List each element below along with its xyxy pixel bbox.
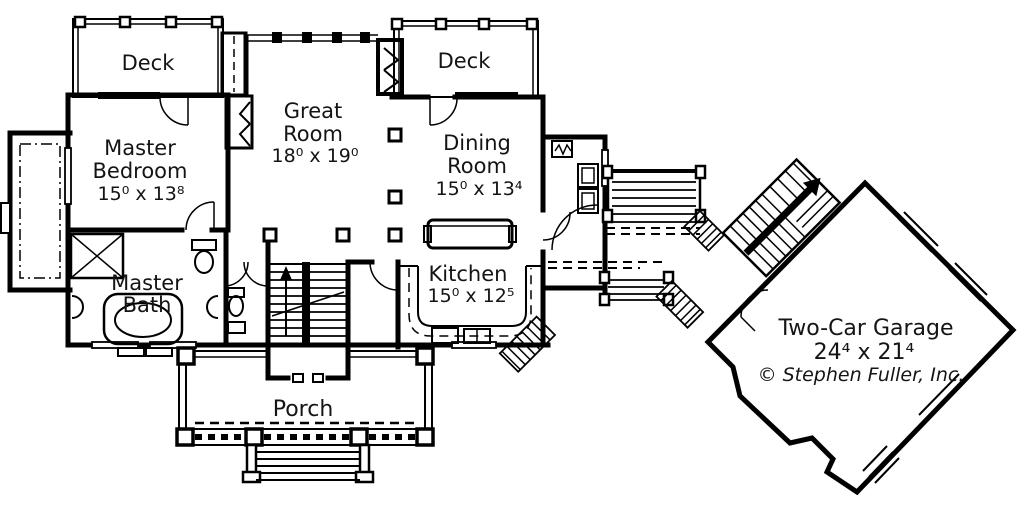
- garage: [704, 179, 1017, 496]
- svg-text:Kitchen: Kitchen: [429, 262, 508, 286]
- svg-text:Two-Car Garage: Two-Car Garage: [777, 316, 953, 341]
- deck-right-label: Deck: [438, 49, 492, 73]
- svg-text:Master: Master: [104, 136, 176, 160]
- svg-text:Room: Room: [447, 154, 507, 178]
- dining-room-label: Dining Room 15⁰ x 13⁴: [436, 131, 523, 200]
- svg-text:Bedroom: Bedroom: [93, 159, 188, 183]
- kitchen-label: Kitchen 15⁰ x 12⁵: [428, 262, 515, 307]
- svg-text:Room: Room: [283, 122, 343, 146]
- master-bath-label: Master Bath: [111, 271, 183, 317]
- deck-right-railing: [390, 17, 539, 98]
- powder-room-fixtures: [227, 287, 246, 334]
- porch-structure: [117, 346, 435, 447]
- room-labels: Deck Deck Master Bedroom 15⁰ x 13⁸ Great…: [93, 49, 965, 422]
- front-steps: [241, 443, 375, 484]
- svg-text:15⁰ x 13⁸: 15⁰ x 13⁸: [98, 183, 185, 205]
- garage-staircase: [721, 157, 842, 278]
- svg-text:15⁰ x 12⁵: 15⁰ x 12⁵: [428, 285, 515, 307]
- svg-text:24⁴ x 21⁴: 24⁴ x 21⁴: [814, 340, 915, 365]
- great-room-label: Great Room 18⁰ x 19⁰: [272, 99, 359, 167]
- svg-text:Great: Great: [284, 99, 342, 123]
- main-staircase: [270, 262, 346, 345]
- walk-in-closet: [0, 130, 73, 293]
- great-room-window-wall: [246, 32, 378, 43]
- kitchen-fixtures: [400, 218, 543, 344]
- rear-steps-lower: [548, 261, 675, 307]
- svg-text:15⁰ x 13⁴: 15⁰ x 13⁴: [436, 178, 523, 200]
- rear-steps-upper: [601, 164, 707, 235]
- door-swings: [159, 96, 769, 332]
- breezeway-steps-lower: [655, 279, 705, 329]
- garage-label: Two-Car Garage 24⁴ x 21⁴ ©Stephen Fuller…: [758, 316, 965, 386]
- svg-text:Master: Master: [111, 271, 183, 295]
- fireplace-right: [376, 38, 404, 96]
- svg-text:Bath: Bath: [123, 293, 172, 317]
- fireplace-left: [220, 31, 254, 150]
- master-bath-fixtures: [69, 232, 219, 346]
- svg-text:Dining: Dining: [443, 131, 511, 155]
- deck-left-label: Deck: [122, 51, 176, 75]
- corner-steps-southeast: [498, 315, 557, 374]
- rear-hall-fixtures: [551, 140, 599, 214]
- master-bedroom-label: Master Bedroom 15⁰ x 13⁸: [93, 136, 188, 205]
- porch-label: Porch: [273, 397, 334, 422]
- copyright-notice: ©Stephen Fuller, Inc.: [758, 364, 965, 386]
- breezeway-steps-upper: [683, 209, 726, 252]
- svg-text:18⁰ x 19⁰: 18⁰ x 19⁰: [272, 145, 359, 167]
- structural-columns: [262, 127, 403, 243]
- entry-bay: [265, 342, 351, 383]
